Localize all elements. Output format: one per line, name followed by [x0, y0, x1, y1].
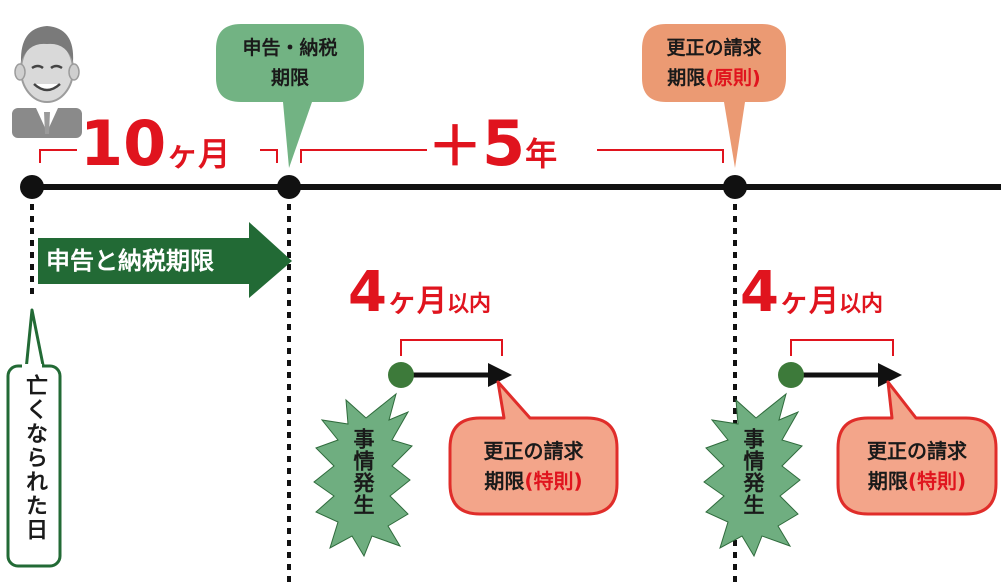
timeline-dot-icon [20, 175, 44, 199]
within-unit: ヶ月 [386, 284, 447, 319]
right-window-bracket [790, 339, 894, 356]
special-line2-prefix: 期限 [484, 469, 525, 493]
arrow-right-icon [878, 363, 902, 387]
filing-arrow-shape [38, 222, 292, 298]
special-line2-prefix: 期限 [867, 469, 908, 493]
right-within-label: 4ヶ月以内 [740, 258, 883, 341]
five-years-label: ＋5年 [428, 104, 557, 200]
five-years-number: 5 [482, 107, 526, 180]
right-event-label: 事情発生 [741, 428, 765, 516]
within-suffix: 以内 [446, 292, 491, 317]
person-avatar-icon [12, 26, 82, 138]
event-burst-shape [313, 392, 413, 558]
left-window-bracket [400, 339, 503, 356]
special-line1: 更正の請求 [483, 439, 584, 463]
deadline-line2: 期限 [270, 67, 309, 89]
principle-line1: 更正の請求 [666, 37, 762, 59]
five-years-unit: 年 [525, 135, 558, 173]
principle-bubble-shape [642, 24, 786, 168]
ten-months-number: 10 [80, 107, 167, 180]
deadline-bubble-shape [216, 24, 364, 168]
principle-line2-emph: (原則) [705, 67, 761, 89]
deadline-bubble-text: 申告・納税 期限 [216, 33, 364, 93]
right-special-bubble-text: 更正の請求 期限(特則) [840, 436, 994, 496]
event-burst-shape [703, 392, 803, 558]
left-within-label: 4ヶ月以内 [348, 258, 491, 341]
plus-sign: ＋ [428, 115, 482, 178]
deadline-line1: 申告・納税 [242, 37, 338, 59]
event-dot [388, 362, 414, 388]
within-unit: ヶ月 [778, 284, 839, 319]
special-bubble-shape [448, 380, 619, 516]
ten-months-unit: ヶ月 [166, 135, 231, 173]
within-suffix: 以内 [838, 292, 883, 317]
special-line2-emph: (特則) [524, 469, 583, 493]
death-date-label: 亡くなられた日 [22, 374, 47, 542]
principle-bubble-text: 更正の請求 期限(原則) [642, 33, 786, 93]
death-date-callout-stem [24, 308, 46, 371]
arrow-right-icon [488, 363, 512, 387]
within-number: 4 [348, 260, 387, 325]
ten-months-bracket [39, 149, 278, 163]
filing-arrow-label: 申告と納税期限 [46, 247, 214, 275]
left-event-label: 事情発生 [351, 428, 375, 516]
principle-line2-prefix: 期限 [667, 67, 706, 89]
left-special-bubble-text: 更正の請求 期限(特則) [452, 436, 615, 496]
within-number: 4 [740, 260, 779, 325]
five-years-bracket [300, 149, 724, 163]
special-bubble-shape [836, 380, 998, 516]
special-line2-emph: (特則) [907, 469, 967, 493]
ten-months-label: 10ヶ月 [80, 104, 230, 200]
timeline-dot-icon [277, 175, 301, 199]
timeline-dot-icon [723, 175, 747, 199]
event-dot [778, 362, 804, 388]
special-line1: 更正の請求 [867, 439, 967, 463]
